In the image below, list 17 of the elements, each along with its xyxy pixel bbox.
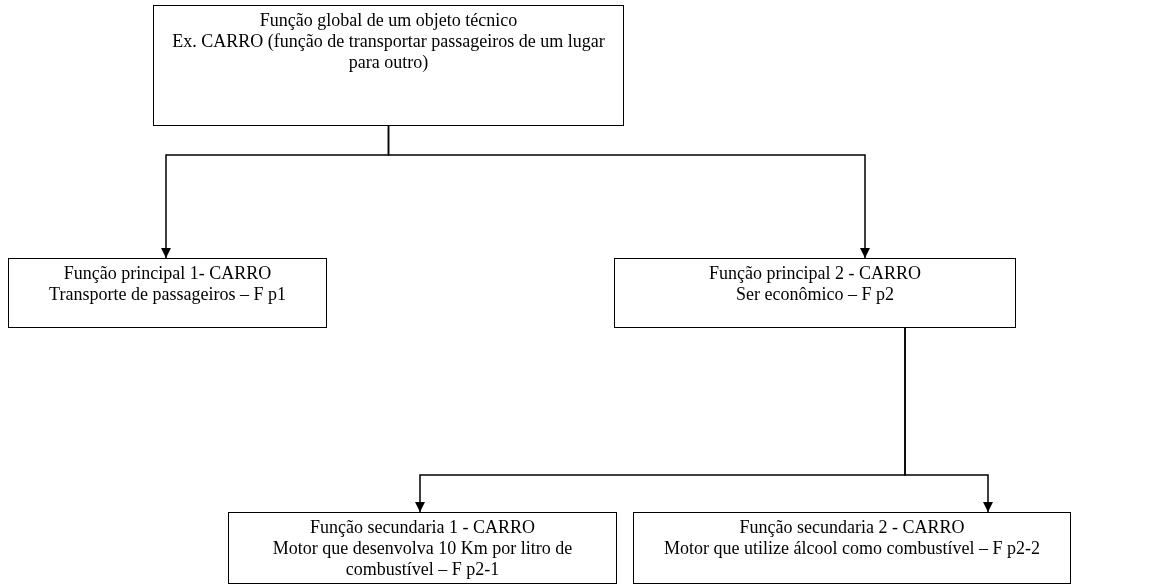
box-heading: Função secundaria 2 - CARRO: [739, 517, 965, 538]
function-box: [633, 512, 1071, 584]
box-text: Transporte de passageiros – F p1: [49, 284, 286, 305]
function-box: [614, 258, 1016, 328]
box-text: Ser econômico – F p2: [736, 284, 894, 305]
function-box: [8, 258, 327, 328]
arrow: [904, 327, 993, 513]
box-text: Motor que utilize álcool como combustível – F p2-2: [664, 538, 1040, 559]
function-box: [153, 5, 624, 126]
arrow: [387, 125, 870, 259]
box-heading: Função secundaria 1 - CARRO: [310, 517, 535, 538]
box-heading: Função global de um objeto técnico: [259, 10, 518, 31]
box-heading: Função principal 1- CARRO: [63, 263, 272, 284]
box-heading: Função principal 2 - CARRO: [709, 263, 921, 284]
box-text: Ex. CARRO (função de transportar passageiros de um lugar para outro): [171, 31, 606, 73]
box-text: Motor que desenvolva 10 Km por litro de combustível – F p2-1: [271, 538, 574, 580]
function-box: [228, 512, 617, 584]
